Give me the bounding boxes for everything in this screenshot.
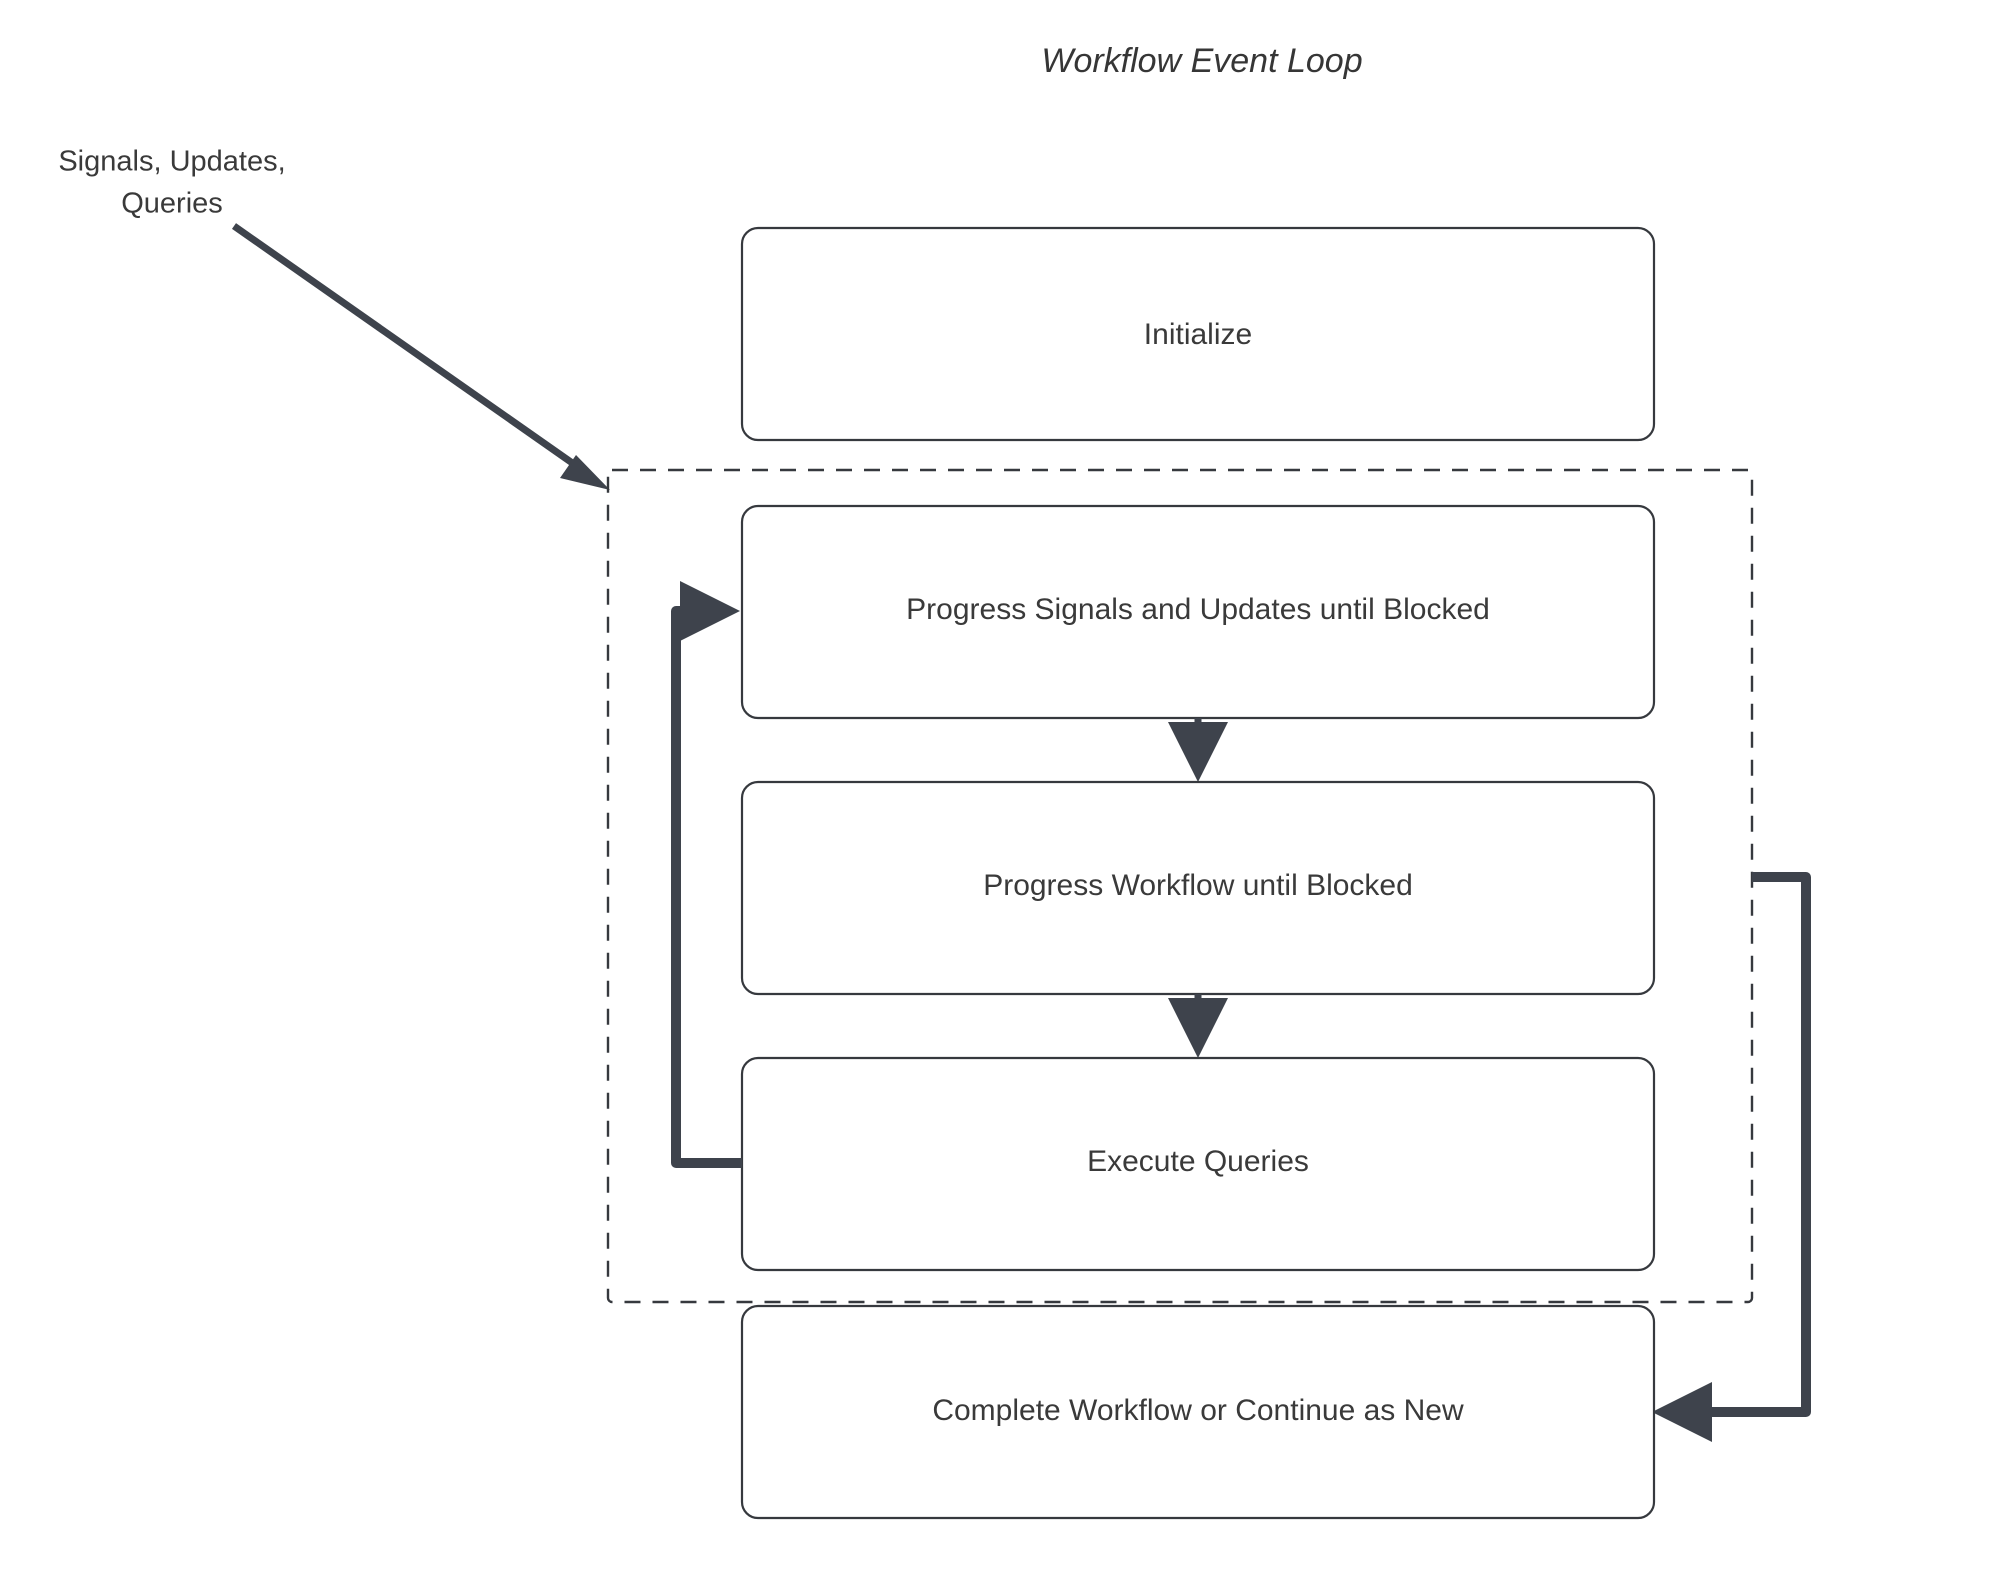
node-execute-queries[interactable]: Execute Queries [740, 1056, 1656, 1272]
edge-workflow-to-queries-arrow [1168, 994, 1228, 1058]
edge-exit-loop-arrow [1652, 872, 1811, 1442]
edge-loop-back-arrow [671, 581, 742, 1168]
node-complete-or-continue[interactable]: Complete Workflow or Continue as New [740, 1304, 1656, 1520]
external-input-arrow [231, 223, 610, 490]
node-complete-or-continue-label: Complete Workflow or Continue as New [932, 1394, 1464, 1427]
edge-signals-to-workflow-arrow [1168, 718, 1228, 782]
node-progress-workflow[interactable]: Progress Workflow until Blocked [740, 780, 1656, 996]
external-input-label-line2: Queries [121, 188, 223, 220]
node-initialize-shape [740, 226, 1656, 442]
node-initialize[interactable]: Initialize [740, 226, 1656, 442]
external-input-label-line1: Signals, Updates, [58, 146, 285, 178]
node-complete-or-continue-shape [740, 1304, 1656, 1520]
node-initialize-label: Initialize [1144, 318, 1252, 351]
event-loop-group-boundary [606, 468, 1754, 1304]
node-execute-queries-label: Execute Queries [1087, 1145, 1309, 1178]
page-title: Workflow Event Loop [1041, 42, 1362, 80]
node-progress-signals-updates[interactable]: Progress Signals and Updates until Block… [740, 504, 1656, 720]
node-progress-signals-updates-label: Progress Signals and Updates until Block… [906, 593, 1490, 626]
node-progress-workflow-label: Progress Workflow until Blocked [983, 869, 1413, 902]
